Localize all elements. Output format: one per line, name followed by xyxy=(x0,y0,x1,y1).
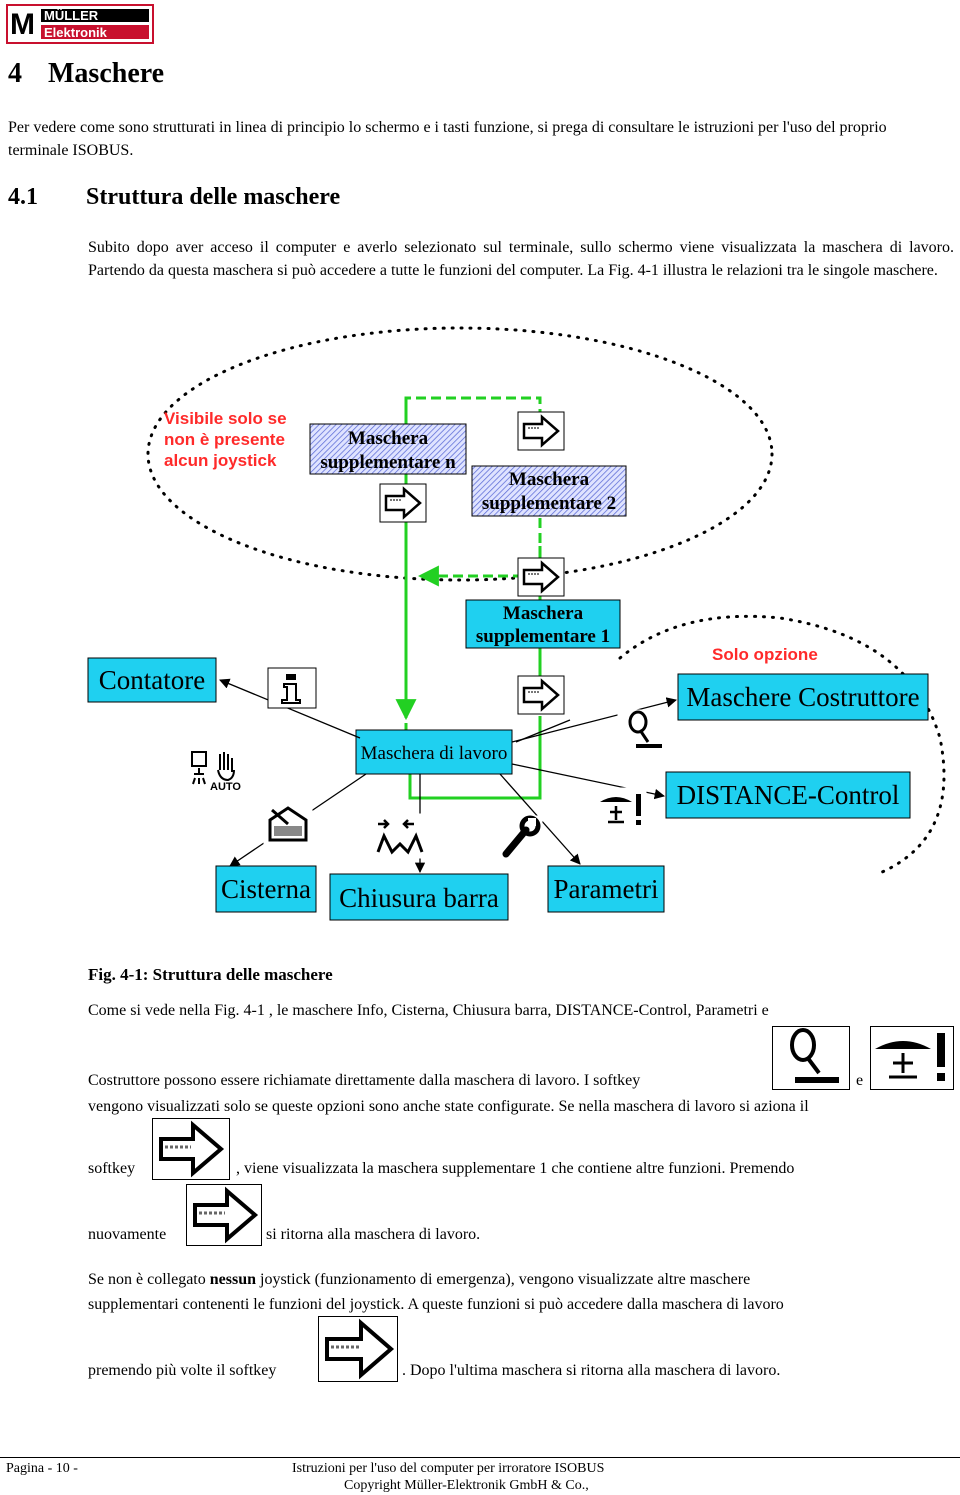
arrow-softkey-icon-b xyxy=(186,1184,262,1246)
softkey-arrow-icon-1 xyxy=(516,410,566,452)
svg-text:M: M xyxy=(10,8,35,41)
arrow-softkey-icon-a xyxy=(152,1118,230,1180)
para2-line-1: Come si vede nella Fig. 4-1 , le mascher… xyxy=(88,1002,769,1019)
figure-caption: Fig. 4-1: Struttura delle maschere xyxy=(88,965,333,984)
distance-control-box xyxy=(665,771,911,819)
distance-control-icon xyxy=(595,787,647,833)
svg-text:AUTO: AUTO xyxy=(210,781,241,793)
svg-text:DISTANCE-Control: DISTANCE-Control xyxy=(677,780,900,810)
footer-document-title: Istruzioni per l'uso del computer per ir… xyxy=(292,1461,605,1476)
chapter-heading: 4 Maschere xyxy=(8,58,164,90)
red-note-line-1: Visibile solo se xyxy=(164,409,287,428)
svg-text:Contatore: Contatore xyxy=(99,665,205,695)
footer-copyright: Copyright Müller-Elektronik GmbH & Co., xyxy=(344,1478,589,1493)
distance-softkey-icon xyxy=(870,1026,954,1090)
svg-text:supplementare 1: supplementare 1 xyxy=(476,626,610,647)
supp-2-box xyxy=(471,465,627,517)
para3-line-3b: . Dopo l'ultima maschera si ritorna alla… xyxy=(402,1362,781,1379)
maschera-lavoro-box xyxy=(355,729,513,775)
boom-sections-icon xyxy=(373,813,427,859)
sprayer-auto-icon: AUTO xyxy=(189,749,241,793)
upper-dotted-region xyxy=(146,326,774,582)
para3-line-2: supplementari contenenti le funzioni del… xyxy=(88,1296,784,1313)
svg-text:Maschera: Maschera xyxy=(503,603,584,624)
section-heading: 4.1 Struttura delle maschere xyxy=(8,184,340,211)
para2-line-3: vengono visualizzati solo se queste opzi… xyxy=(88,1098,809,1115)
solo-opzione-label: Solo opzione xyxy=(712,645,818,664)
joystick-softkey-icon xyxy=(772,1026,850,1090)
para2-line-5b: si ritorna alla maschera di lavoro. xyxy=(266,1226,481,1243)
svg-text:Maschere Costruttore: Maschere Costruttore xyxy=(686,682,919,712)
para2-line-4a: softkey xyxy=(88,1160,136,1177)
red-note-line-2: non è presente xyxy=(164,430,285,449)
cisterna-box xyxy=(215,865,317,913)
softkey-arrow-icon-3 xyxy=(516,556,566,598)
chapter-number: 4 xyxy=(8,58,22,89)
wrench-icon xyxy=(495,815,543,859)
softkey-arrow-icon-4 xyxy=(516,674,566,716)
mask-structure-diagram: Visibile solo se non è presente alcun jo… xyxy=(87,326,946,921)
para2-line-5a: nuovamente xyxy=(88,1226,167,1243)
para2-line-2b: e xyxy=(856,1072,864,1089)
softkey-arrow-icon-2 xyxy=(378,482,428,524)
para3-line-1: Se non è collegato nessun joystick (funz… xyxy=(88,1271,954,1289)
footer-page-number: Pagina - 10 - xyxy=(6,1461,78,1476)
section-title: Struttura delle maschere xyxy=(86,184,341,210)
parametri-box xyxy=(547,865,665,913)
svg-text:Maschera: Maschera xyxy=(509,469,590,490)
svg-text:Chiusura barra: Chiusura barra xyxy=(339,883,499,913)
joystick-icon xyxy=(617,709,667,751)
svg-text:supplementare n: supplementare n xyxy=(320,452,456,473)
costruttore-box xyxy=(677,673,929,721)
svg-text:Cisterna: Cisterna xyxy=(221,874,311,904)
supp-1-box xyxy=(465,599,621,649)
svg-text:MÜLLER: MÜLLER xyxy=(44,8,99,23)
section-paragraph: Subito dopo aver acceso il computer e av… xyxy=(88,239,954,279)
chiusura-barra-box xyxy=(329,873,509,921)
info-icon xyxy=(267,667,317,709)
intro-paragraph: Per vedere come sono strutturati in line… xyxy=(8,119,887,159)
svg-text:Elektronik: Elektronik xyxy=(44,25,108,40)
para2-line-2a: Costruttore possono essere richiamate di… xyxy=(88,1072,641,1089)
chapter-title: Maschere xyxy=(48,58,165,89)
section-number: 4.1 xyxy=(8,184,38,210)
svg-text:Parametri: Parametri xyxy=(554,874,659,904)
contatore-box xyxy=(87,657,217,703)
para2-line-4b: , viene visualizzata la maschera supplem… xyxy=(236,1160,795,1177)
para3-line-1b: joystick (funzionamento di emergenza), v… xyxy=(260,1271,751,1288)
footer-rule xyxy=(0,1457,960,1458)
svg-text:Maschera: Maschera xyxy=(348,428,429,449)
svg-text:Maschera di lavoro: Maschera di lavoro xyxy=(361,743,508,764)
svg-text:supplementare 2: supplementare 2 xyxy=(482,493,616,514)
mueller-elektronik-logo: M MÜLLER Elektronik xyxy=(6,4,154,44)
para3-line-1a: Se non è collegato xyxy=(88,1271,206,1288)
tank-fill-icon xyxy=(263,803,313,845)
para3-bold-word: nessun xyxy=(209,1271,256,1288)
red-note-line-3: alcun joystick xyxy=(164,451,277,470)
supp-n-box xyxy=(309,423,467,475)
arrow-softkey-icon-c xyxy=(318,1316,398,1382)
right-dotted-region xyxy=(618,614,946,875)
para3-line-3a: premendo più volte il softkey xyxy=(88,1362,277,1379)
